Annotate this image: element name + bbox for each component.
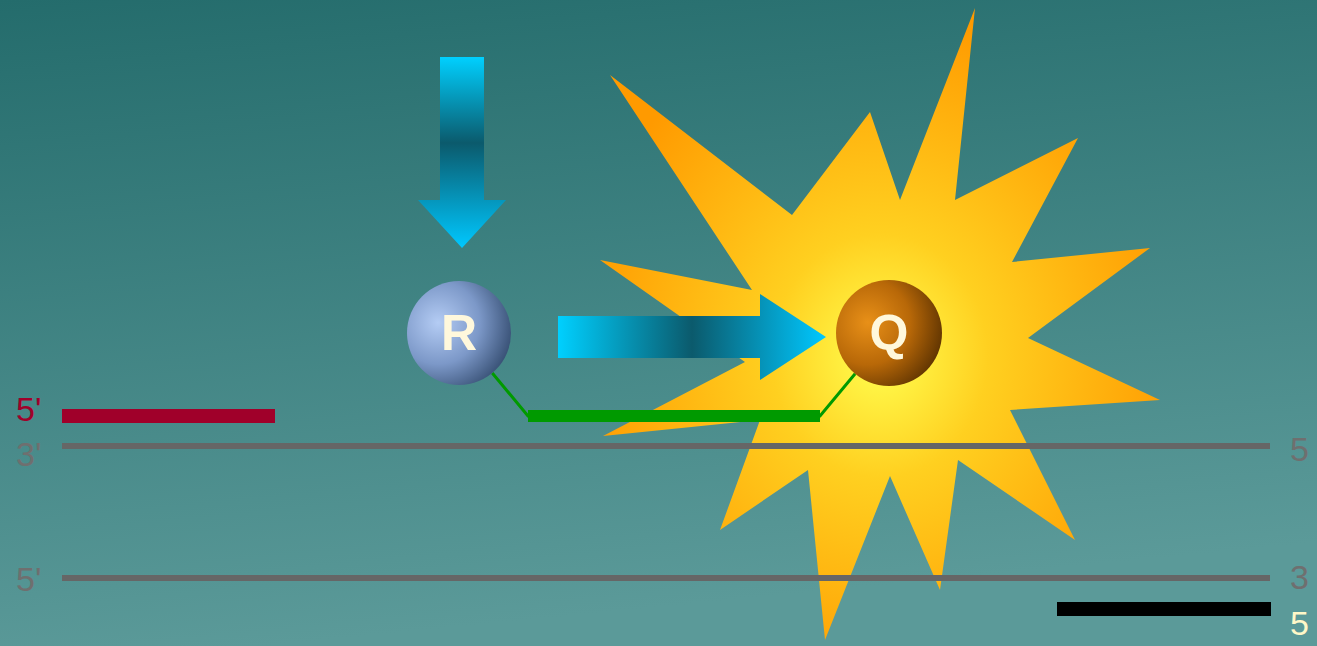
strand-end-label: 5' [16, 392, 41, 426]
dye-letter: Q [836, 280, 942, 386]
circle-shape [836, 280, 942, 386]
dye-letter: R [407, 281, 511, 385]
reverse-primer [1057, 602, 1271, 616]
template-strand [62, 443, 1270, 449]
strand-end-label: 3' [16, 437, 41, 471]
excitation-arrow [418, 57, 506, 248]
forward-primer [62, 409, 275, 423]
probe-link [492, 373, 855, 416]
quencher-dye: Q [836, 280, 942, 386]
energy-transfer-arrow [558, 294, 826, 380]
complement-strand [62, 575, 1270, 581]
strand-end-label: 5 [1290, 606, 1309, 640]
strand-end-label: 3 [1290, 560, 1309, 594]
reporter-dye: R [407, 281, 511, 385]
strand-end-label: 5' [16, 562, 41, 596]
circle-shape [407, 281, 511, 385]
strand-end-label: 5 [1290, 432, 1309, 466]
